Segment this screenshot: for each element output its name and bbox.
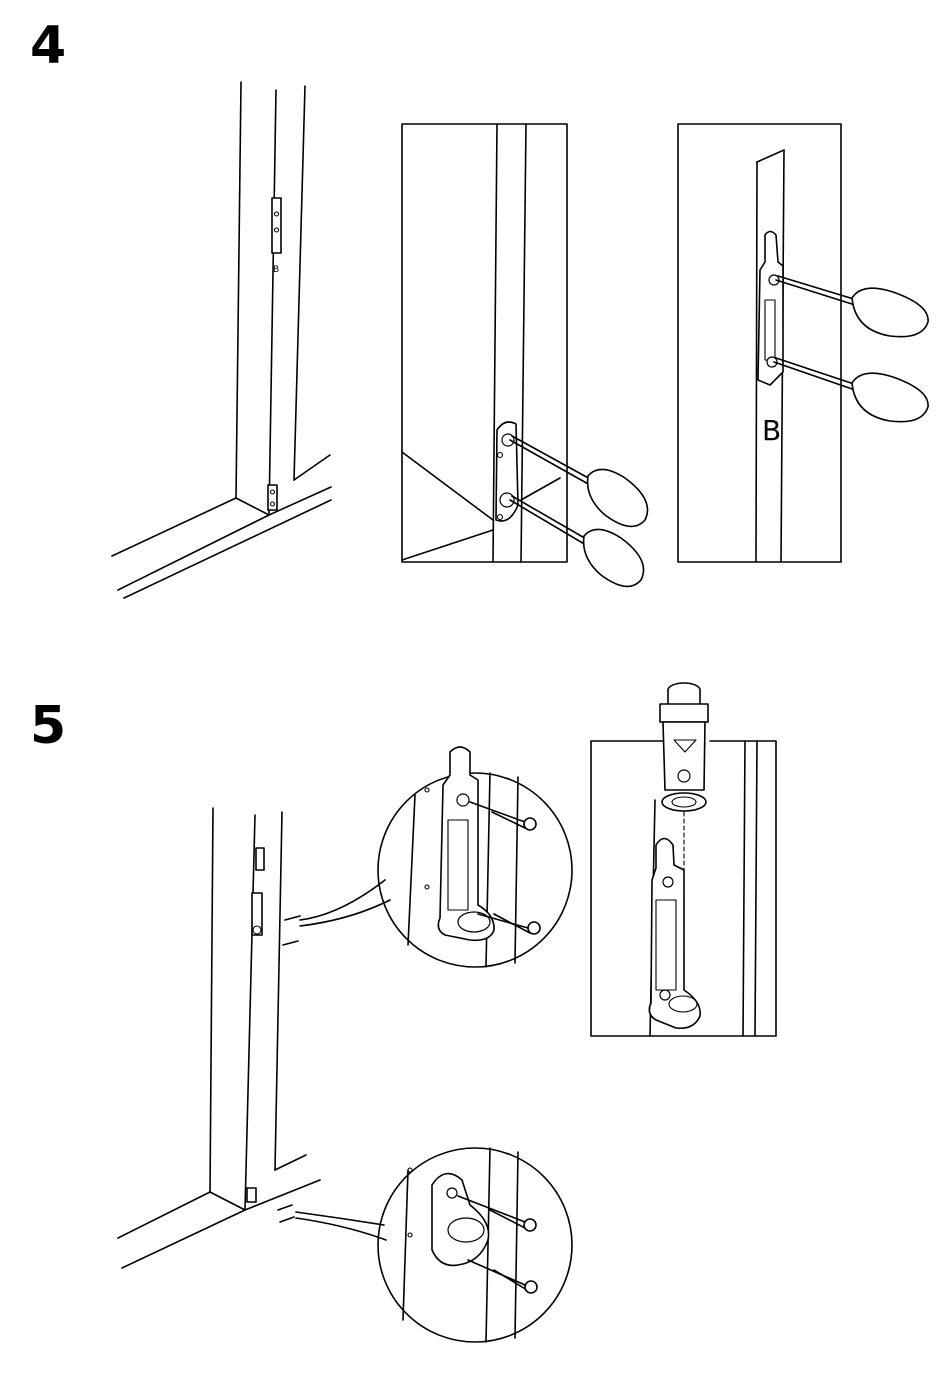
hinge-connector-icon — [660, 683, 708, 811]
step-4-detail-top-bracket: B — [678, 124, 928, 562]
screw-icon — [470, 802, 536, 830]
step-5-callout-top-bracket — [378, 747, 572, 967]
step-5-overview — [118, 808, 390, 1268]
detail-frame — [402, 124, 567, 562]
step-4-overview: B — [112, 82, 331, 598]
hinge-bracket — [438, 747, 494, 940]
screwdriver-icon — [774, 358, 928, 422]
part-b-small-label: B — [273, 265, 279, 275]
step-4-detail-bottom-bracket — [402, 124, 648, 586]
step-5-detail-connector — [591, 683, 776, 1036]
part-b-label: B — [762, 414, 781, 447]
hinge-bracket — [649, 839, 700, 1029]
screwdriver-icon — [776, 276, 928, 337]
step-5-callout-bottom-bracket — [378, 1148, 572, 1342]
screw-icon — [468, 1260, 537, 1293]
